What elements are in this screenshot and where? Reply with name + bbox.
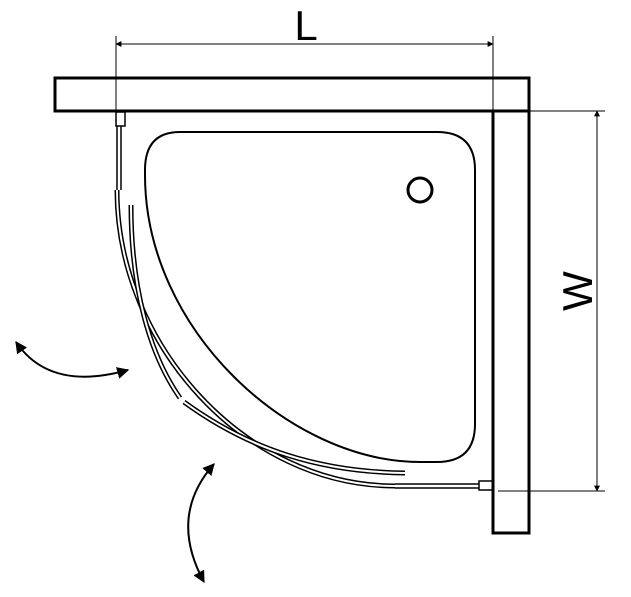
curved-double-arrow-icon bbox=[187, 463, 215, 584]
shower-tray bbox=[144, 131, 476, 463]
sliding-door-upper bbox=[128, 204, 183, 400]
drain-circle-icon bbox=[406, 176, 434, 204]
sliding-door-upper-fill bbox=[130, 204, 181, 399]
left-hinge bbox=[115, 111, 126, 127]
right-wall bbox=[491, 109, 531, 535]
curved-double-arrow-icon bbox=[15, 341, 130, 379]
bottom-hinge bbox=[478, 480, 494, 491]
width-dimension: W bbox=[498, 110, 605, 492]
outer-curved-panel-fill bbox=[116, 189, 396, 487]
sliding-door-lower-fill bbox=[183, 401, 406, 474]
length-label: L bbox=[294, 2, 317, 49]
top-wall bbox=[53, 76, 531, 113]
width-label: W bbox=[554, 271, 601, 311]
length-dimension: L bbox=[115, 2, 494, 115]
